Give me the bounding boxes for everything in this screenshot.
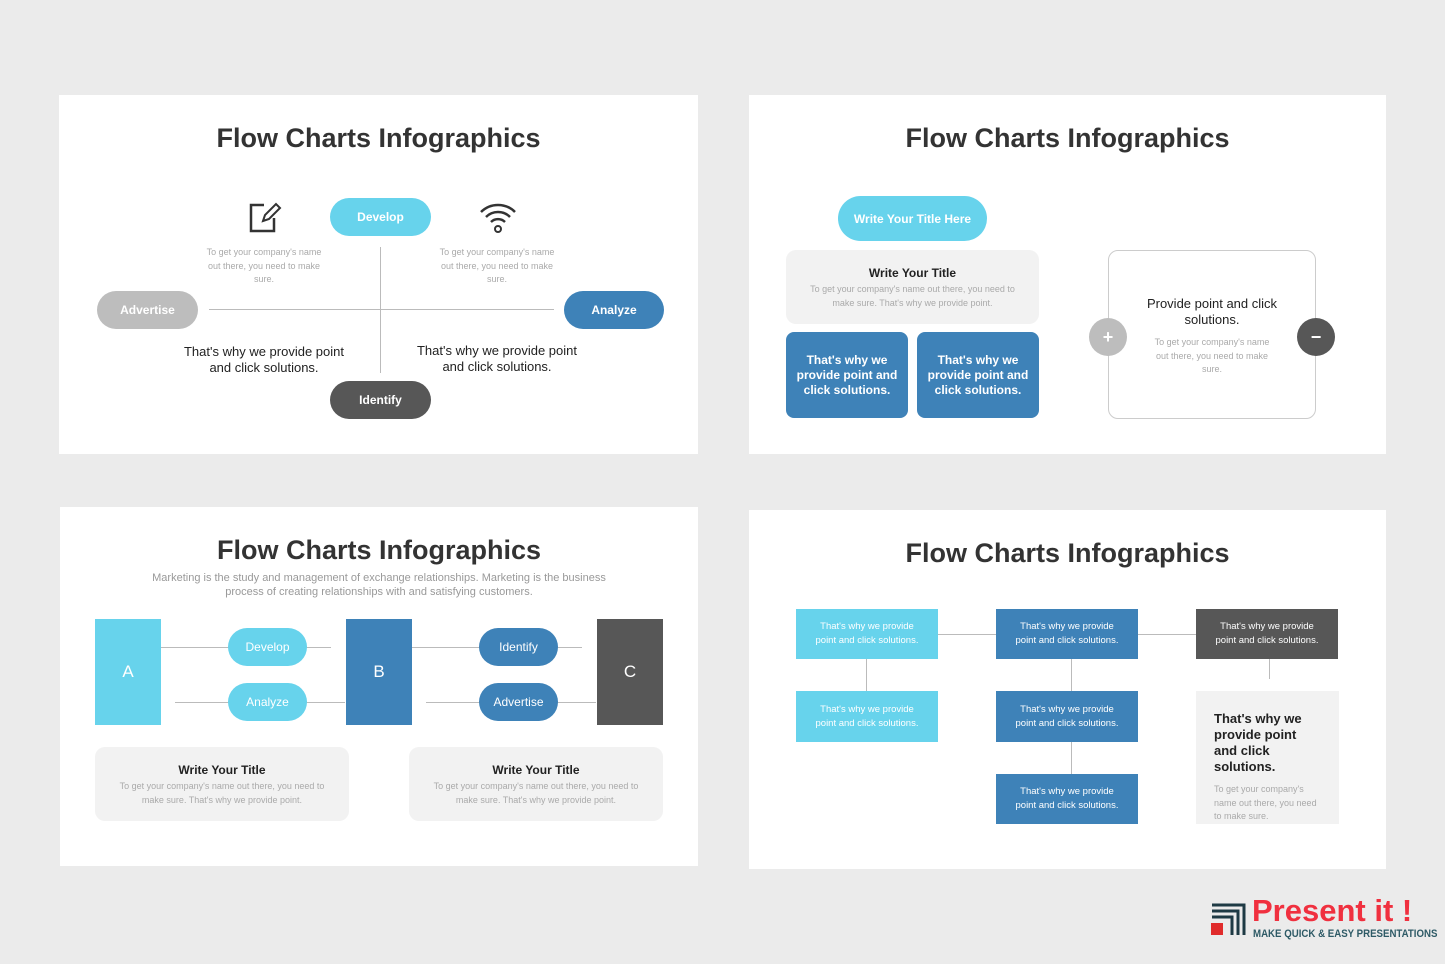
slide-2[interactable]: Flow Charts Infographics Write Your Titl… (749, 95, 1386, 454)
connector (209, 309, 554, 310)
connector (380, 247, 381, 373)
card-text: To get your company's name out there, yo… (433, 781, 639, 805)
slide-4[interactable]: Flow Charts Infographics That's why we p… (749, 510, 1386, 869)
flow-box: That's why we provide point and click so… (996, 609, 1138, 659)
side-title: That's why we provide point and click so… (1214, 711, 1302, 774)
side-text: To get your company's name out there, yo… (1214, 784, 1317, 821)
block-c: C (597, 619, 663, 725)
slide-title: Flow Charts Infographics (905, 123, 1230, 153)
logo-mark-icon (1211, 903, 1246, 935)
description: To get your company's name out there, yo… (439, 247, 555, 284)
wifi-icon (480, 203, 516, 233)
title-card: Write Your Title To get your company's n… (786, 250, 1039, 324)
card-title: Write Your Title (868, 266, 957, 280)
card-text: To get your company's name out there, yo… (119, 781, 325, 805)
plus-button[interactable]: + (1089, 318, 1127, 356)
slide-title: Flow Charts Infographics (216, 535, 542, 565)
panel: Provide point and click solutions. To ge… (1108, 250, 1316, 419)
slide-3[interactable]: Flow Charts Infographics Marketing is th… (60, 507, 698, 866)
subtitle: Marketing is the study and management of… (152, 572, 606, 598)
pill-advertise: Advertise (479, 683, 558, 721)
slide-title: Flow Charts Infographics (905, 538, 1230, 568)
pill-identify: Identify (479, 628, 558, 666)
slide-1[interactable]: Flow Charts Infographics Develop Adverti… (59, 95, 698, 454)
blue-card: That's why we provide point and click so… (917, 332, 1039, 418)
pill-develop: Develop (228, 628, 307, 666)
pill-analyze: Analyze (228, 683, 307, 721)
flow-box: That's why we provide point and click so… (996, 774, 1138, 824)
flow-box: That's why we provide point and click so… (1196, 609, 1338, 659)
block-a: A (95, 619, 161, 725)
panel-title: Provide point and click solutions. (1146, 296, 1278, 327)
description: To get your company's name out there, yo… (206, 247, 322, 284)
card-title: Write Your Title (178, 763, 266, 777)
flow-box: That's why we provide point and click so… (996, 691, 1138, 742)
panel-text: To get your company's name out there, yo… (1154, 337, 1270, 374)
node-advertise: Advertise (97, 291, 198, 329)
info-card: Write Your Title To get your company's n… (95, 747, 349, 821)
edit-icon (249, 202, 282, 233)
brand-name: Present it ! (1252, 893, 1413, 928)
node-analyze: Analyze (564, 291, 664, 329)
brand-tagline: MAKE QUICK & EASY PRESENTATIONS (1253, 928, 1438, 940)
flow-box: That's why we provide point and click so… (796, 609, 938, 659)
brand-logo: Present it ! MAKE QUICK & EASY PRESENTAT… (1210, 893, 1440, 942)
slide-title: Flow Charts Infographics (216, 123, 541, 153)
node-develop: Develop (330, 198, 431, 236)
card-text: To get your company's name out there, yo… (810, 284, 1015, 308)
blue-card: That's why we provide point and click so… (786, 332, 908, 418)
statement: That's why we provide point and click so… (416, 343, 577, 374)
node-identify: Identify (330, 381, 431, 419)
title-pill: Write Your Title Here (838, 196, 987, 241)
side-card: That's why we provide point and click so… (1196, 691, 1339, 824)
minus-button[interactable]: − (1297, 318, 1335, 356)
block-b: B (346, 619, 412, 725)
statement: That's why we provide point and click so… (183, 344, 344, 375)
info-card: Write Your Title To get your company's n… (409, 747, 663, 821)
card-title: Write Your Title (492, 763, 580, 777)
flow-box: That's why we provide point and click so… (796, 691, 938, 742)
